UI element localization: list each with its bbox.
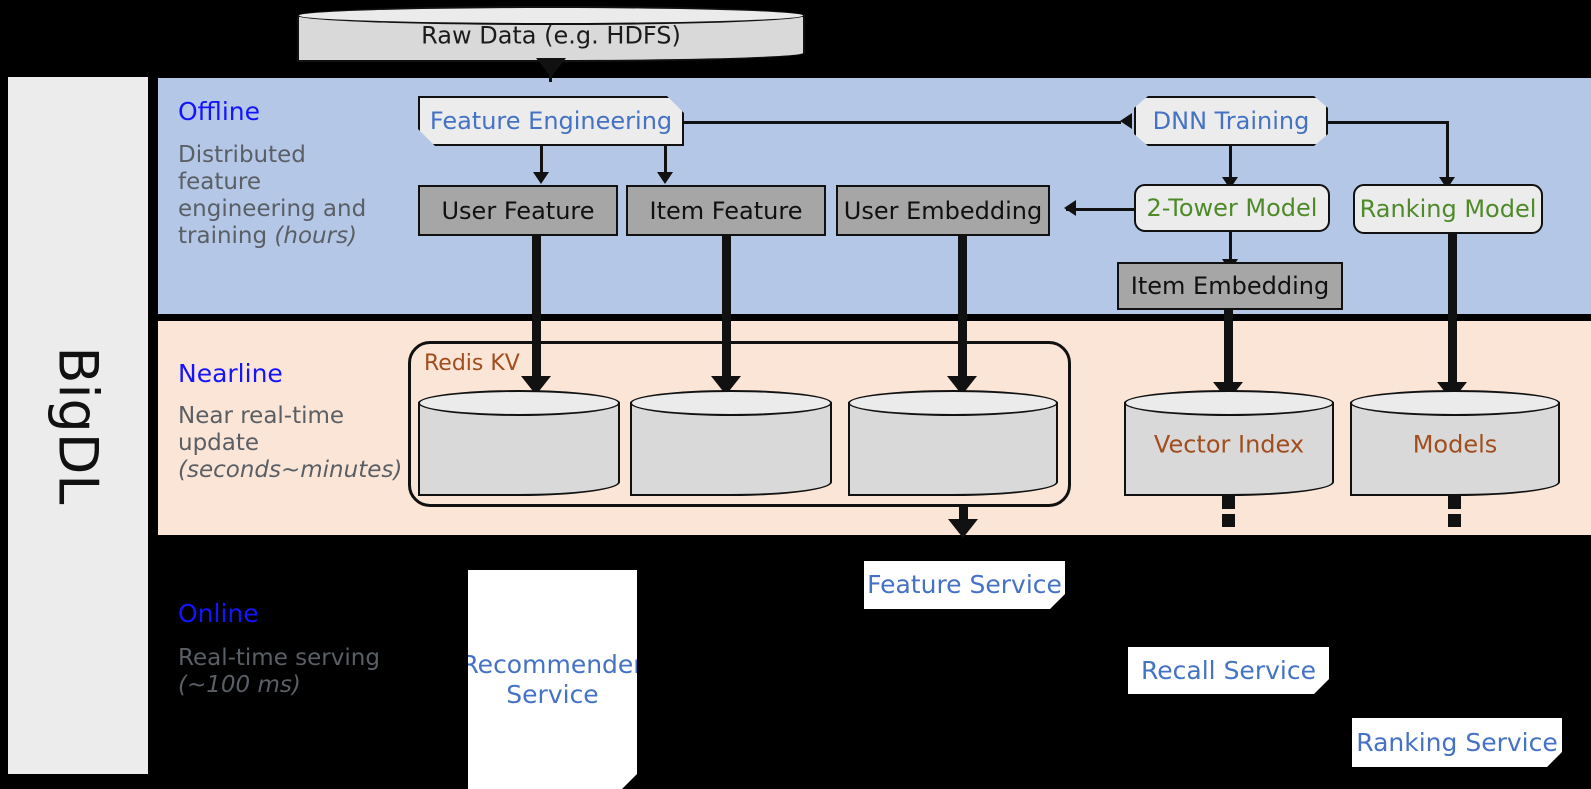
band-subtitle-offline-text: Distributed feature engineering and trai… [178, 142, 367, 249]
ranking-model-node[interactable]: Ranking Model [1353, 184, 1543, 234]
bigdl-rail: BigDL [8, 77, 148, 774]
models-store[interactable]: Models [1350, 390, 1560, 496]
user-feature-node[interactable]: User Feature [418, 185, 618, 236]
connector-twotower-itememb [1229, 232, 1232, 261]
cylinder-top [630, 390, 832, 416]
user-embedding-label: User Embedding [843, 196, 1043, 225]
recommender-service-line1: Recommender [461, 649, 644, 679]
pipe-itemfeature-redis [722, 236, 731, 380]
band-subtitle-online-em: (~100 ms) [178, 671, 301, 698]
redis-cylinder-item-feature[interactable] [630, 390, 832, 496]
cylinder-top [297, 6, 805, 25]
connector-dnn-twotower [1229, 146, 1232, 178]
band-subtitle-offline-em: (hours) [274, 222, 358, 249]
connector-stub-vectorindex-2 [1222, 514, 1235, 527]
raw-data-label: Raw Data (e.g. HDFS) [421, 21, 681, 50]
recall-service-node[interactable]: Recall Service [1128, 647, 1329, 694]
band-subtitle-nearline-text: Near real-time update [178, 403, 345, 456]
connector-dnn-ranking-v [1446, 121, 1449, 178]
two-tower-model-label: 2-Tower Model [1146, 194, 1318, 222]
connector-dnn-ranking-h [1328, 121, 1448, 124]
item-feature-label: Item Feature [649, 196, 803, 225]
connector-fe-itemfeature [664, 146, 667, 173]
dnn-training-node[interactable]: DNN Training [1134, 96, 1328, 146]
models-label: Models [1412, 430, 1498, 459]
user-embedding-node[interactable]: User Embedding [836, 185, 1050, 236]
connector-fe-dnn [684, 121, 1121, 124]
band-subtitle-offline: Distributed feature engineering and trai… [178, 142, 388, 250]
redis-cylinder-user-embedding[interactable] [848, 390, 1058, 496]
band-title-offline: Offline [178, 97, 261, 126]
arrowhead-twotower-userembedding [1052, 200, 1076, 216]
redis-kv-label: Redis KV [424, 351, 520, 376]
recommender-service-label: Recommender Service [461, 650, 643, 710]
recommender-service-line2: Service [506, 679, 599, 709]
redis-kv-group[interactable] [408, 341, 1071, 507]
recall-service-label: Recall Service [1141, 655, 1316, 685]
item-embedding-label: Item Embedding [1130, 272, 1330, 300]
recommender-service-node[interactable]: Recommender Service [468, 570, 637, 789]
cylinder-body [1124, 402, 1334, 496]
arrowhead-fe-userfeature [533, 172, 549, 184]
item-feature-node[interactable]: Item Feature [626, 185, 826, 236]
band-subtitle-nearline: Near real-time update (seconds~minutes) [178, 403, 413, 484]
band-subtitle-online: Real-time serving (~100 ms) [178, 645, 388, 699]
cylinder-top [418, 390, 620, 416]
two-tower-model-node[interactable]: 2-Tower Model [1134, 184, 1330, 232]
band-subtitle-nearline-em: (seconds~minutes) [178, 456, 403, 483]
cylinder-top [1124, 390, 1334, 416]
ranking-service-node[interactable]: Ranking Service [1352, 718, 1562, 767]
pipe-ranking-models [1448, 234, 1457, 386]
vector-index-label: Vector Index [1153, 430, 1305, 459]
pipe-redis-featureservice [959, 505, 968, 522]
feature-engineering-label: Feature Engineering [429, 107, 673, 135]
connector-stub-models-2 [1448, 514, 1461, 527]
dnn-training-label: DNN Training [1152, 107, 1310, 135]
connector-stub-models-1 [1448, 496, 1461, 509]
connector-stub-vectorindex-1 [1222, 496, 1235, 509]
band-title-nearline: Nearline [178, 359, 283, 388]
cylinder-body [848, 402, 1058, 496]
feature-engineering-node[interactable]: Feature Engineering [418, 96, 684, 146]
cylinder-body [418, 402, 620, 496]
feature-service-label: Feature Service [867, 570, 1062, 599]
band-subtitle-online-text: Real-time serving [178, 645, 380, 671]
redis-cylinder-user-feature[interactable] [418, 390, 620, 496]
connector-twotower-userembedding [1066, 208, 1136, 211]
connector-fe-userfeature [540, 146, 543, 173]
pipe-itememb-vectorindex [1224, 310, 1233, 386]
item-embedding-node[interactable]: Item Embedding [1117, 262, 1343, 310]
band-title-online: Online [178, 599, 259, 628]
feature-service-node[interactable]: Feature Service [864, 561, 1065, 609]
bigdl-label: BigDL [46, 346, 110, 505]
pipe-userembedding-redis [958, 236, 967, 380]
cylinder-body [630, 402, 832, 496]
vector-index-store[interactable]: Vector Index [1124, 390, 1334, 496]
arrowhead-fe-itemfeature [657, 172, 673, 184]
cylinder-top [1350, 390, 1560, 416]
cylinder-body [1350, 402, 1560, 496]
pipe-userfeature-redis [532, 236, 541, 380]
ranking-model-label: Ranking Model [1359, 195, 1537, 223]
arrowhead-rawdata-fe [536, 58, 566, 77]
arrowhead-redis-featureservice [948, 519, 978, 538]
ranking-service-label: Ranking Service [1356, 727, 1558, 757]
cylinder-top [848, 390, 1058, 416]
raw-data-store[interactable]: Raw Data (e.g. HDFS) [297, 6, 805, 62]
arrowhead-fe-dnn [1120, 113, 1132, 129]
user-feature-label: User Feature [441, 196, 595, 225]
